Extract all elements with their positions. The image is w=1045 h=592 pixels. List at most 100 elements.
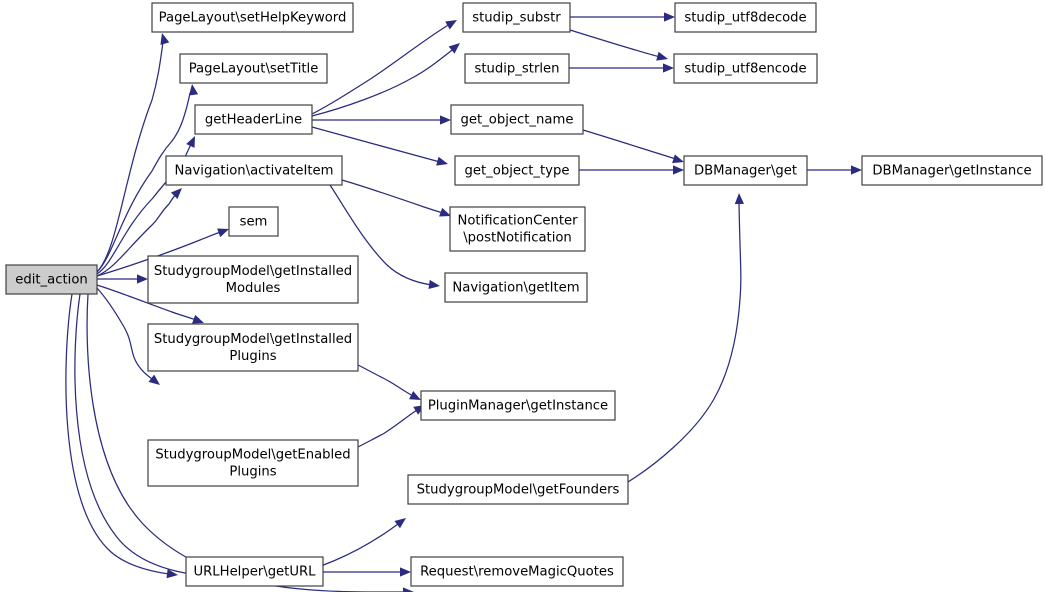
- edge-arrowhead: [148, 374, 160, 385]
- edges-layer: [65, 12, 862, 592]
- node-box[interactable]: [179, 53, 328, 84]
- node-get_object_type[interactable]: get_object_type: [454, 155, 580, 186]
- node-box[interactable]: [464, 53, 570, 84]
- node-label: StudygroupModel\getInstalled: [154, 332, 352, 347]
- node-edit_action[interactable]: edit_action: [5, 264, 98, 295]
- node-label: get_object_name: [461, 113, 574, 128]
- edge-dbManagerGet-to-dbManagerGetInstance: [807, 165, 862, 175]
- node-dbManagerGet[interactable]: DBManager\get: [683, 155, 808, 186]
- node-box[interactable]: [185, 556, 324, 587]
- edge-arrowhead: [439, 207, 451, 217]
- edge-line: [357, 409, 418, 448]
- edge-getHeaderLine-to-studip_strlen: [311, 43, 460, 117]
- node-getURL[interactable]: URLHelper\getURL: [185, 556, 324, 587]
- edge-edit_action-to-setTitle: [96, 84, 199, 273]
- edge-arrowhead: [436, 156, 448, 166]
- node-label: StudygroupModel\getEnabled: [155, 448, 350, 463]
- node-label: StudygroupModel\getFounders: [417, 483, 620, 498]
- node-box[interactable]: [674, 2, 817, 33]
- node-box[interactable]: [462, 2, 571, 33]
- edge-getHeaderLine-to-get_object_name: [312, 115, 451, 125]
- node-pluginManagerGetInstance[interactable]: PluginManager\getInstance: [420, 390, 616, 421]
- edge-line: [311, 126, 441, 163]
- edge-line: [96, 231, 222, 277]
- node-getHeaderLine[interactable]: getHeaderLine: [194, 104, 313, 135]
- edge-line: [341, 179, 444, 214]
- node-sem[interactable]: sem: [228, 206, 279, 237]
- node-box[interactable]: [228, 206, 279, 237]
- node-box[interactable]: [450, 104, 584, 135]
- node-box[interactable]: [151, 2, 354, 33]
- node-box[interactable]: [673, 53, 818, 84]
- edge-arrowhead: [448, 43, 460, 54]
- edge-line: [65, 293, 170, 575]
- node-box[interactable]: [407, 474, 629, 505]
- edge-line: [74, 293, 399, 579]
- node-dbManagerGetInstance[interactable]: DBManager\getInstance: [861, 155, 1043, 186]
- edge-arrowhead: [673, 165, 684, 175]
- node-box[interactable]: [147, 255, 359, 304]
- node-postNotification[interactable]: NotificationCenter\postNotification: [449, 206, 586, 252]
- node-label: Modules: [226, 281, 281, 296]
- edge-edit_action-to-getEnabledPlugins: [96, 287, 160, 385]
- node-box[interactable]: [410, 556, 624, 587]
- edge-arrowhead: [217, 228, 229, 238]
- edge-studip_substr-to-utf8encode: [569, 29, 668, 61]
- edge-edit_action-to-setHelpKeyword: [96, 33, 170, 273]
- node-box[interactable]: [683, 155, 808, 186]
- edge-arrowhead: [851, 165, 862, 175]
- node-setTitle[interactable]: PageLayout\setTitle: [179, 53, 328, 84]
- edge-edit_action-to-getURL: [65, 293, 178, 579]
- edge-line: [96, 41, 164, 273]
- node-activateItem[interactable]: Navigation\activateItem: [165, 155, 343, 186]
- node-getFounders[interactable]: StudygroupModel\getFounders: [407, 474, 629, 505]
- edge-arrowhead: [160, 33, 170, 45]
- edge-edit_action-to-getInstalledPlugins: [96, 284, 204, 324]
- node-box[interactable]: [147, 439, 359, 487]
- edge-arrowhead: [186, 136, 195, 148]
- node-box[interactable]: [861, 155, 1043, 186]
- edge-arrowhead: [672, 154, 684, 164]
- node-label: PageLayout\setTitle: [189, 62, 319, 77]
- node-studip_substr[interactable]: studip_substr: [462, 2, 571, 33]
- edge-arrowhead: [137, 274, 148, 284]
- node-label: PluginManager\getInstance: [428, 399, 608, 414]
- node-label: \postNotification: [463, 231, 572, 246]
- node-utf8encode[interactable]: studip_utf8encode: [673, 53, 818, 84]
- edge-arrowhead: [409, 391, 421, 400]
- edge-arrowhead: [734, 193, 744, 205]
- node-box[interactable]: [449, 206, 586, 252]
- node-box[interactable]: [5, 264, 98, 295]
- edge-studip_substr-to-utf8decode: [570, 12, 675, 22]
- edge-edit_action-to-getInstalledModules: [97, 274, 148, 284]
- node-box[interactable]: [147, 323, 359, 372]
- node-label: StudygroupModel\getInstalled: [154, 264, 352, 279]
- node-setHelpKeyword[interactable]: PageLayout\setHelpKeyword: [151, 2, 354, 33]
- node-studip_strlen[interactable]: studip_strlen: [464, 53, 570, 84]
- edge-edit_action-to-sem: [96, 228, 229, 277]
- node-box[interactable]: [454, 155, 580, 186]
- node-box[interactable]: [444, 272, 588, 303]
- edge-line: [96, 191, 179, 277]
- edge-line: [96, 287, 153, 380]
- node-get_object_name[interactable]: get_object_name: [450, 104, 584, 135]
- edge-getEnabledPlugins-to-pluginManagerGetInstance: [357, 405, 425, 448]
- edge-line: [96, 284, 197, 321]
- node-label: getHeaderLine: [205, 113, 302, 128]
- edge-getFounders-to-dbManagerGet: [627, 193, 744, 483]
- edge-line: [96, 92, 191, 273]
- node-box[interactable]: [165, 155, 343, 186]
- node-utf8decode[interactable]: studip_utf8decode: [674, 2, 817, 33]
- edge-line: [582, 129, 677, 160]
- node-box[interactable]: [194, 104, 313, 135]
- edge-arrowhead: [440, 115, 451, 125]
- node-box[interactable]: [420, 390, 616, 421]
- node-removeMagicQuotes[interactable]: Request\removeMagicQuotes: [410, 556, 624, 587]
- edge-line: [329, 184, 433, 286]
- node-getItem[interactable]: Navigation\getItem: [444, 272, 588, 303]
- edge-edit_action-to-getFounders: [74, 293, 406, 579]
